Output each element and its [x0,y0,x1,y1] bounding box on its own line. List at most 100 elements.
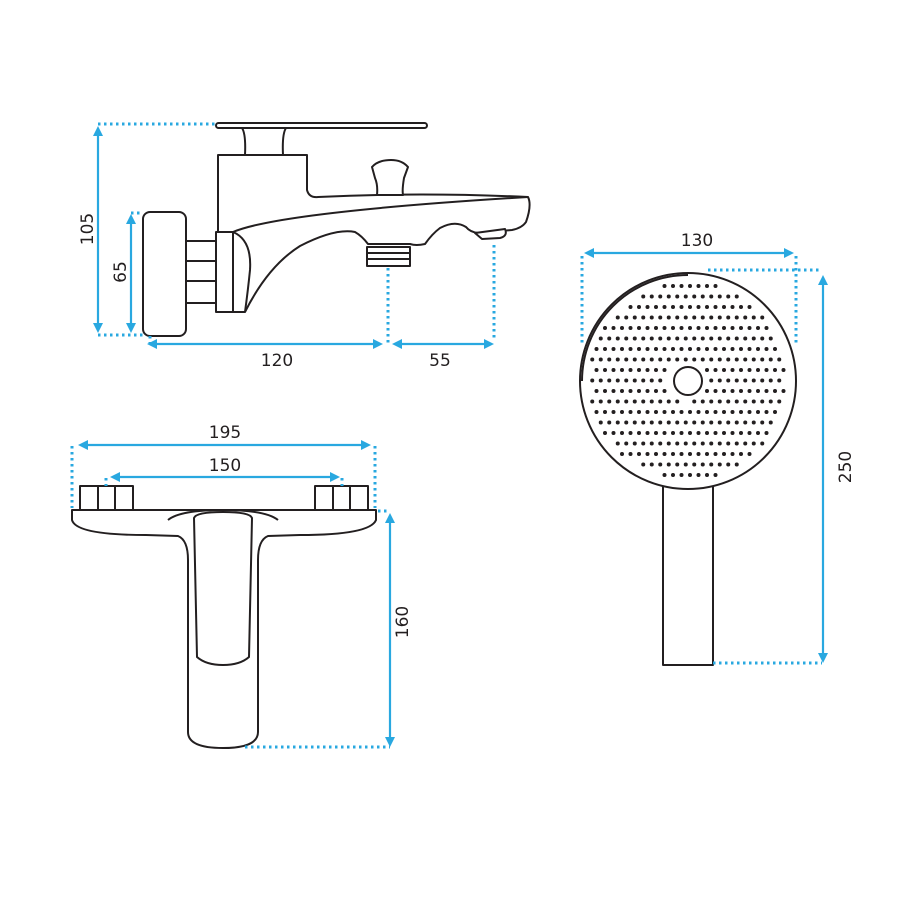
spray-hole [768,336,773,341]
spray-hole [637,431,641,435]
top-view-dimensions: 195 150 160 [70,423,413,749]
spray-hole [743,336,748,341]
spray-hole [688,473,692,477]
spray-hole [743,399,748,404]
spray-hole [671,305,675,309]
spray-hole [773,368,777,372]
spray-hole [649,378,654,383]
spray-hole [734,315,739,320]
spray-hole [722,347,726,351]
spray-hole [628,368,633,372]
spray-hole [781,389,786,393]
spray-hole [666,294,671,299]
spray-hole [722,389,726,393]
spray-hole [730,431,735,435]
spray-hole [641,420,646,425]
spray-hole [705,410,709,414]
spray-hole [722,410,726,414]
dim-250: 250 [836,451,856,483]
spray-hole [705,284,709,288]
connector-3 [185,280,217,304]
spray-hole [751,420,756,425]
spray-hole [615,315,620,320]
spray-hole [615,399,620,404]
spray-hole [679,431,684,435]
spray-hole [637,410,641,414]
spray-hole [773,389,777,393]
spray-hole [730,347,735,351]
spray-hole [645,368,650,372]
spray-hole [675,399,680,404]
dim-65: 65 [111,261,131,283]
spray-hole [773,347,777,351]
spray-hole [645,305,650,309]
dim-130: 130 [681,231,713,251]
spray-hole [726,294,731,299]
spray-hole [726,378,731,383]
spray-hole [603,368,607,372]
spray-hole [760,378,765,383]
nut-right-lines [332,486,351,510]
spray-hole [607,420,612,425]
spray-hole [607,378,612,383]
spray-hole [662,389,667,393]
spray-hole [649,294,654,299]
spray-hole [662,326,667,330]
spray-hole [756,410,760,414]
spray-hole [611,326,616,330]
spray-hole [649,420,654,425]
spray-hole [675,420,680,425]
spray-hole [713,410,718,414]
spray-hole [709,462,714,467]
spray-hole [726,357,731,362]
spray-hole [709,294,714,299]
spray-hole [688,326,692,330]
spray-hole [683,462,688,467]
spray-hole [683,441,688,446]
spray-hole [726,315,731,320]
spray-hole [683,315,688,320]
spray-hole [675,315,680,320]
spray-hole [641,315,646,320]
spray-hole [649,441,654,446]
spray-hole [637,347,641,351]
spray-hole [747,410,752,414]
spray-hole [777,357,782,362]
spray-hole [607,357,612,362]
spray-hole [666,441,671,446]
arrowheads [93,126,494,349]
spray-hole [713,347,718,351]
spray-hole [624,315,629,320]
spray-hole [747,389,752,393]
spray-hole [717,399,722,404]
spray-hole [658,357,663,362]
spray-hole [700,315,705,320]
spray-hole [662,452,667,456]
spray-hole [607,399,612,404]
spray-hole [747,431,752,435]
spray-hole [734,294,739,299]
spray-hole [637,389,641,393]
spray-hole [645,410,650,414]
spray-hole [675,357,680,362]
spray-hole [709,378,714,383]
spray-hole [666,420,671,425]
spray-hole [781,368,786,372]
spray-hole [734,336,739,341]
outlet-aerator [474,228,507,240]
spray-hole [654,347,658,351]
spray-hole [760,357,765,362]
spray-hole [671,347,675,351]
spray-hole [739,326,743,330]
spray-hole [662,431,667,435]
spray-hole [654,410,658,414]
spray-hole [641,336,646,341]
spray-hole [598,420,603,425]
spray-hole [722,305,726,309]
spray-hole [688,347,692,351]
spray-hole [756,326,760,330]
body-edge [232,196,529,233]
spray-hole [700,462,705,467]
spray-hole [777,378,782,383]
spray-hole [662,347,667,351]
